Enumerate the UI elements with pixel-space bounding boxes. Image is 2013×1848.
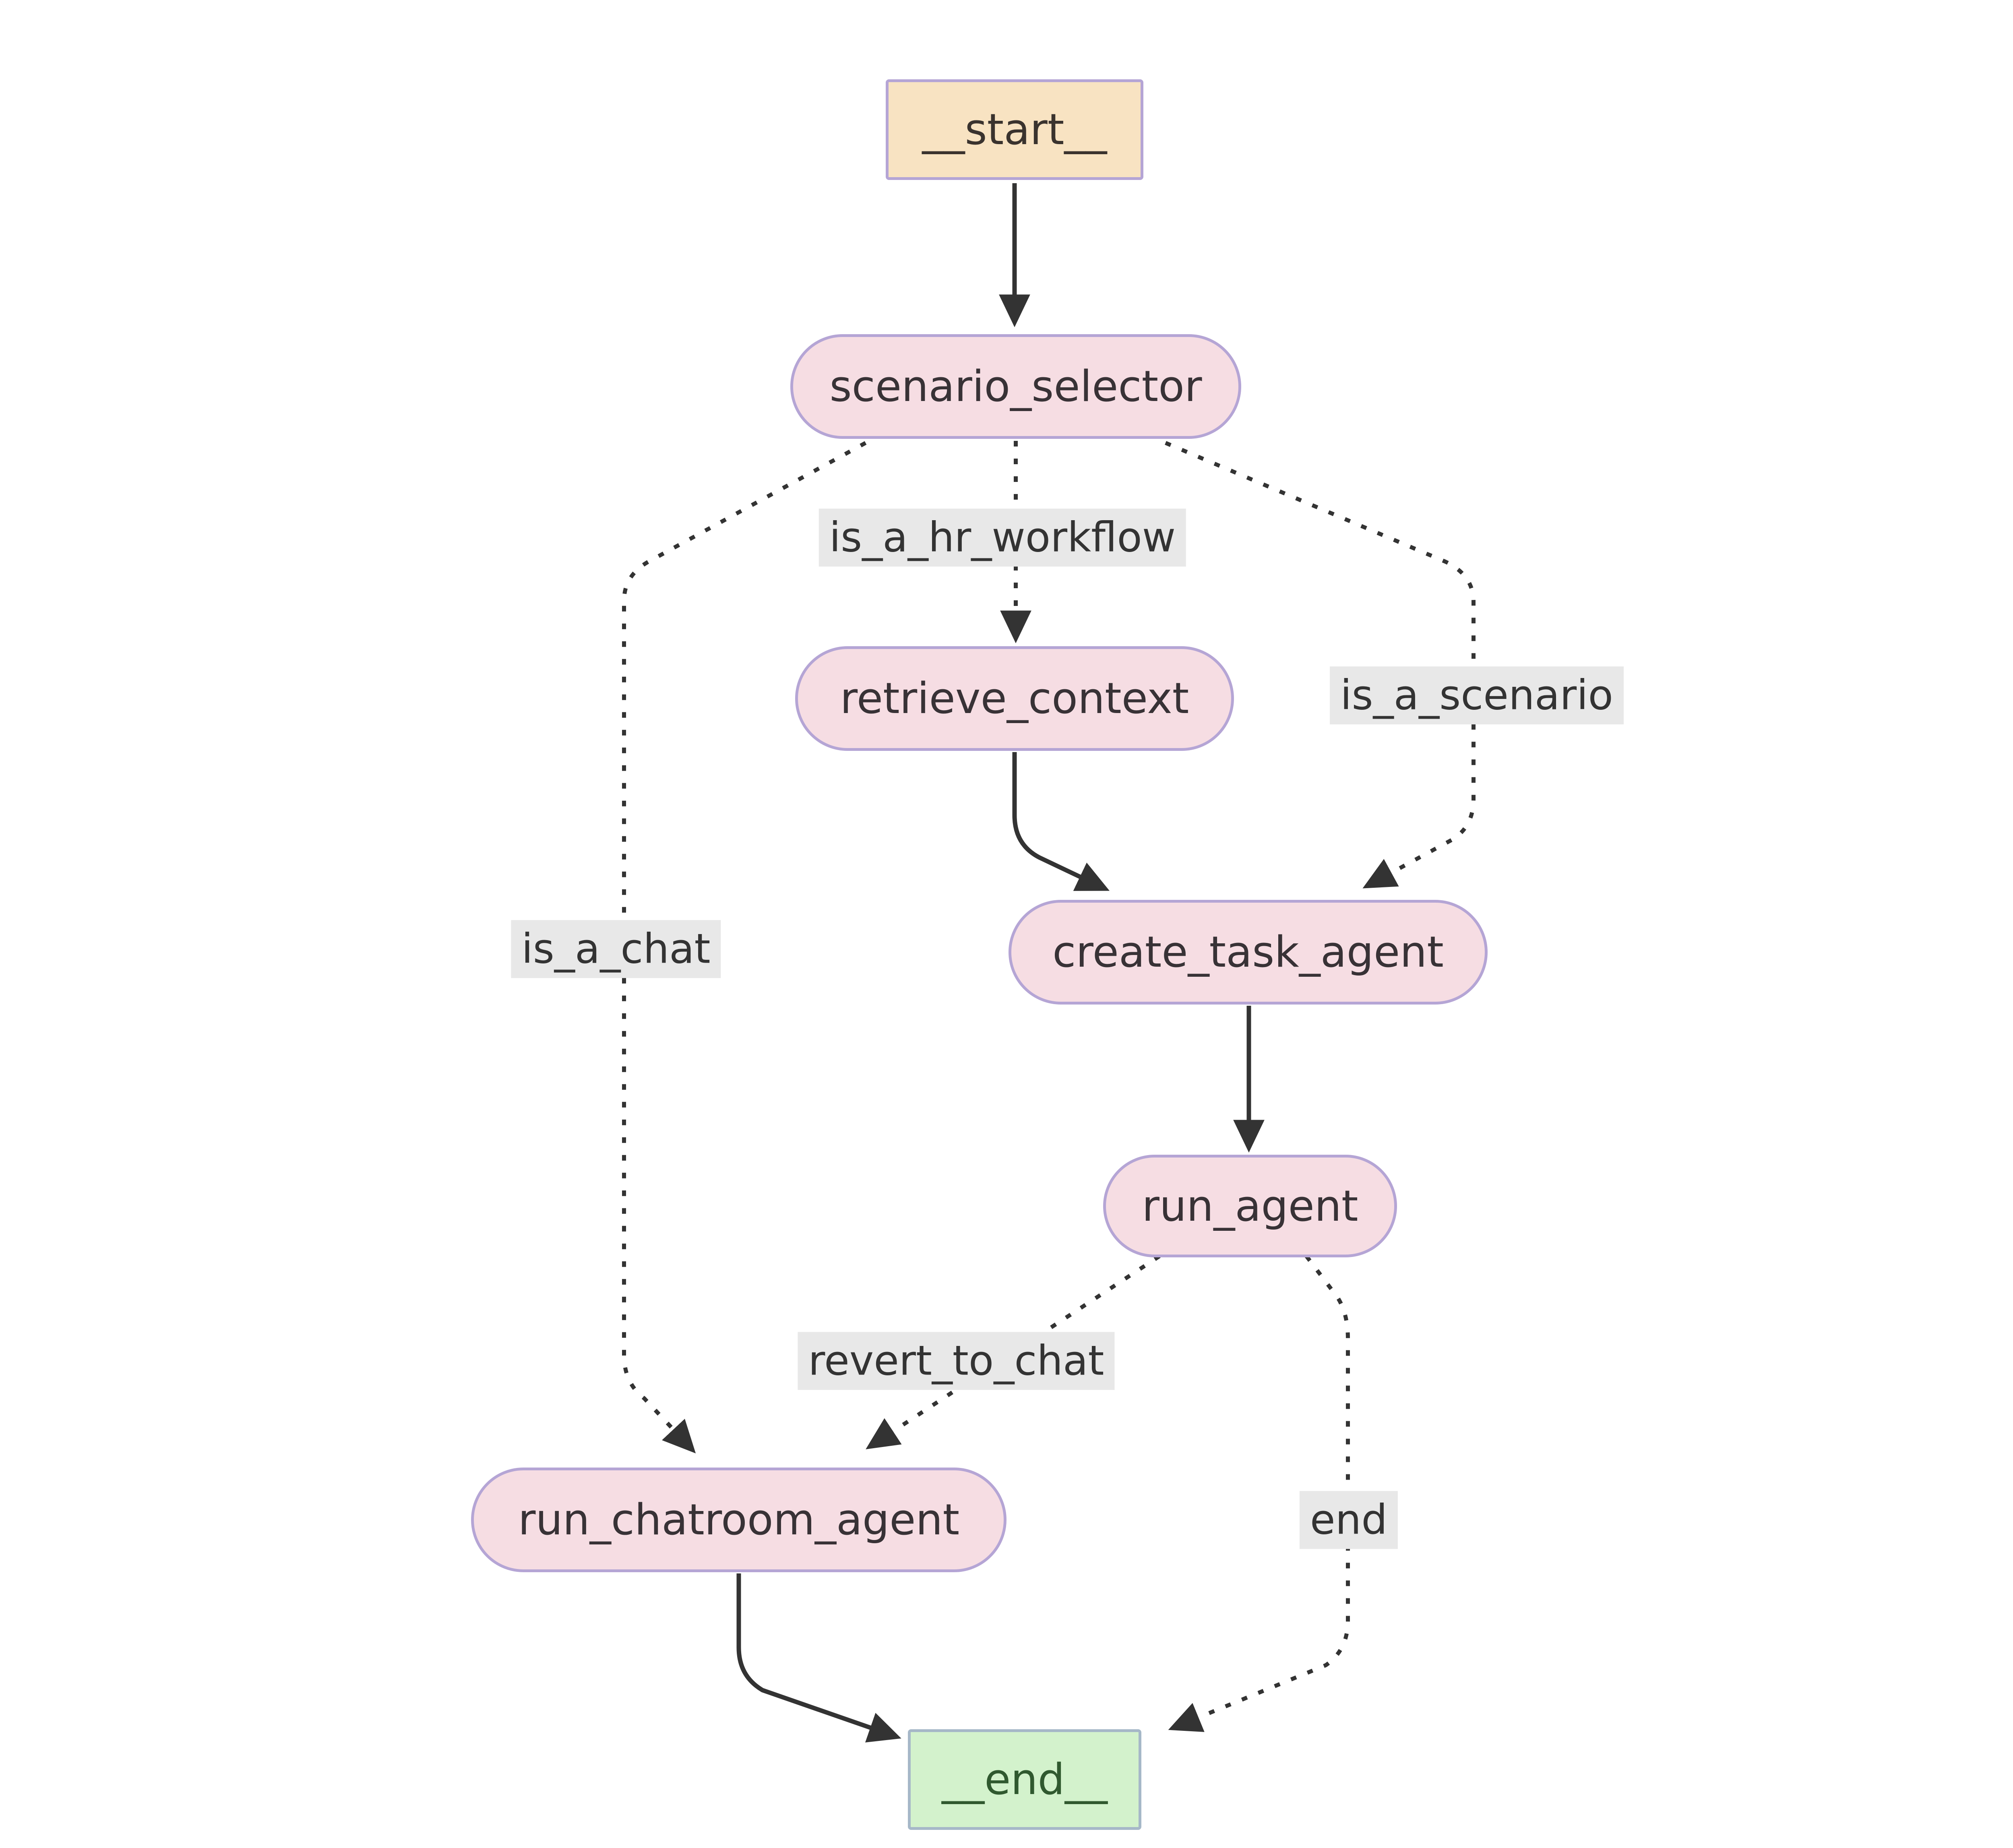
edge-scenario-selector-to-create-task-agent <box>1165 441 1476 889</box>
edge-label-is-a-scenario: is_a_scenario <box>1330 666 1624 724</box>
node-start: __start__ <box>886 79 1143 180</box>
node-run-chatroom-agent-label: run_chatroom_agent <box>518 1495 960 1545</box>
node-create-task-agent-label: create_task_agent <box>1052 927 1444 977</box>
node-run-agent: run_agent <box>1103 1155 1397 1257</box>
edge-run-agent-to-end <box>1168 1255 1350 1732</box>
node-create-task-agent: create_task_agent <box>1009 900 1488 1005</box>
edge-label-end: end <box>1299 1491 1398 1549</box>
edge-retrieve-context-to-create-task-agent <box>1012 752 1110 891</box>
edge-run-agent-to-run-chatroom-agent <box>866 1254 1161 1449</box>
edge-label-revert-to-chat: revert_to_chat <box>798 1332 1115 1390</box>
edge-run-chatroom-agent-to-end <box>736 1573 901 1743</box>
node-scenario-selector: scenario_selector <box>790 334 1241 439</box>
node-retrieve-context-label: retrieve_context <box>840 674 1189 723</box>
node-start-label: __start__ <box>922 105 1107 155</box>
node-scenario-selector-label: scenario_selector <box>829 362 1202 411</box>
node-retrieve-context: retrieve_context <box>795 646 1234 751</box>
node-end-label: __end__ <box>942 1755 1108 1805</box>
edge-label-is-a-hr-workflow: is_a_hr_workflow <box>818 509 1186 566</box>
node-run-agent-label: run_agent <box>1142 1181 1358 1231</box>
node-end: __end__ <box>908 1729 1141 1830</box>
edge-label-is-a-chat: is_a_chat <box>511 920 721 978</box>
node-run-chatroom-agent: run_chatroom_agent <box>471 1468 1006 1572</box>
